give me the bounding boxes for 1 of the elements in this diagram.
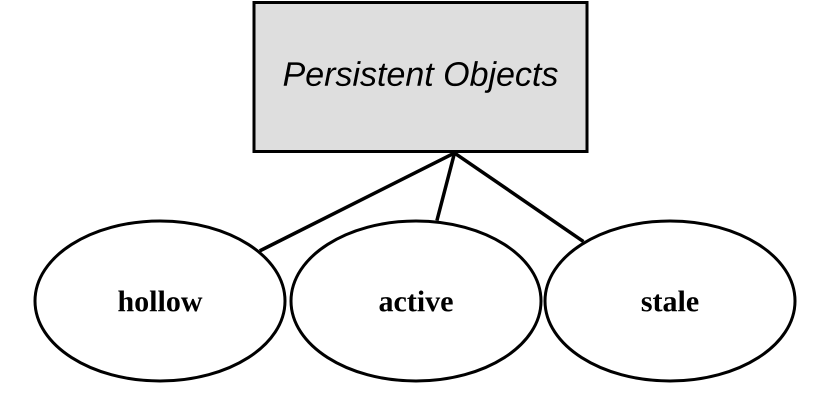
title-box: Persistent Objects <box>252 1 588 153</box>
